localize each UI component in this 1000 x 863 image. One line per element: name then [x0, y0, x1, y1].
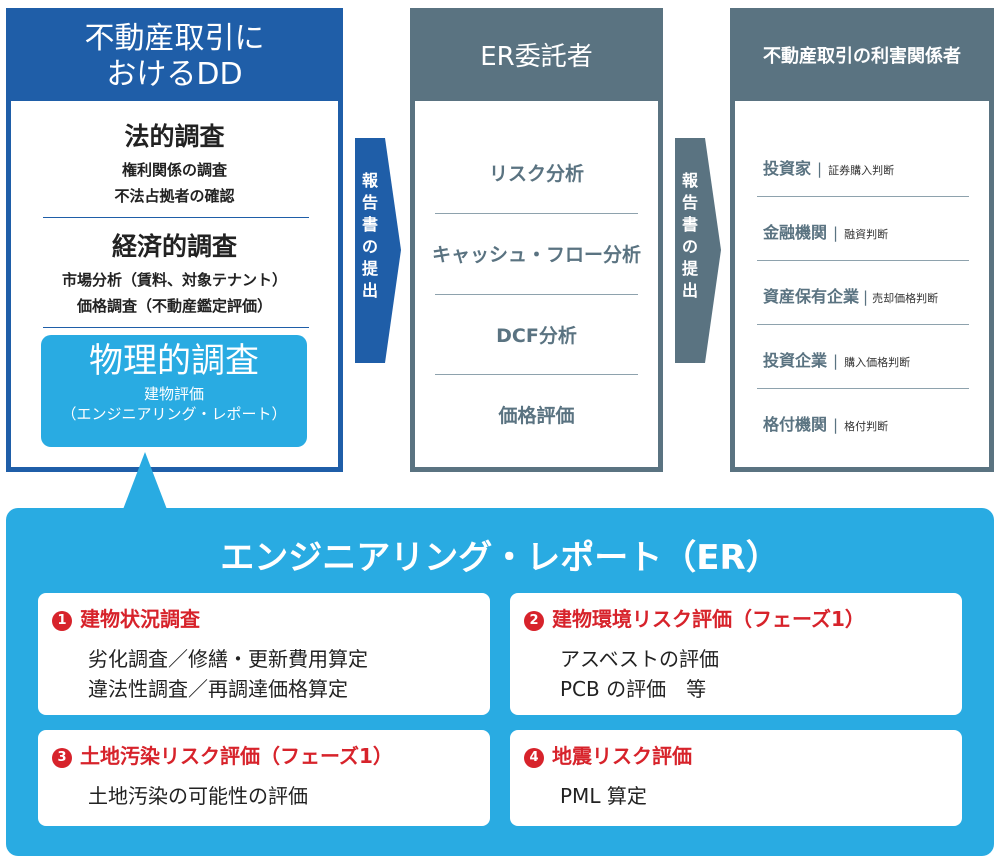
divider [43, 217, 309, 218]
stakeholder-name: 資産保有企業 [763, 287, 860, 306]
physical-survey-sub: （エンジニアリング・レポート） [61, 405, 287, 423]
er-item-title-text: 地震リスク評価 [552, 744, 692, 768]
er-item-line: 土地汚染の可能性の評価 [88, 784, 308, 808]
er-item-title-text: 建物状況調査 [80, 607, 200, 631]
er-item-box: 3 土地汚染リスク評価（フェーズ1） 土地汚染の可能性の評価 [38, 730, 490, 826]
arrow-1-char: 報 [361, 171, 378, 190]
stakeholder-name: 格付機関 [763, 415, 828, 434]
analysis-item: 価格評価 [498, 405, 575, 427]
stakeholder-name: 投資企業 [763, 351, 828, 370]
stakeholder-row: 投資家 | 証券購入判断 [763, 155, 978, 183]
economic-survey-line: 価格調査（不動産鑑定評価） [76, 297, 272, 315]
economic-survey-line: 市場分析（賃料、対象テナント） [61, 271, 287, 289]
er-item-title-text: 建物環境リスク評価（フェーズ1） [552, 607, 865, 631]
divider [435, 213, 638, 214]
stakeholder-decision: 購入価格判断 [844, 356, 911, 369]
legal-survey-line: 不法占拠者の確認 [114, 187, 235, 205]
arrow-2-char: 書 [681, 215, 698, 234]
legal-survey-title: 法的調査 [124, 122, 225, 151]
dd-header: 不動産取引に おけるDD [11, 13, 338, 101]
separator: | [817, 160, 823, 178]
arrow-2-label: 報 告 書 の 提 出 [680, 170, 700, 302]
separator: | [833, 224, 839, 242]
number-badge: 3 [52, 748, 72, 768]
er-item-box: 4 地震リスク評価 PML 算定 [510, 730, 962, 826]
stakeholder-row: 金融機関 | 融資判断 [763, 219, 978, 247]
physical-survey-title: 物理的調査 [89, 341, 259, 381]
separator: | [833, 416, 839, 434]
arrow-1-char: 出 [361, 281, 378, 300]
analysis-item: キャッシュ・フロー分析 [431, 244, 641, 266]
callout-triangle [122, 452, 168, 512]
stakeholder-header: 不動産取引の利害関係者 [735, 13, 989, 101]
er-client-column: ER委託者 リスク分析 キャッシュ・フロー分析 DCF分析 価格評価 [410, 8, 663, 472]
er-item-line: 劣化調査／修繕・更新費用算定 [88, 647, 368, 671]
er-client-header: ER委託者 [415, 13, 658, 101]
arrow-2-char: 告 [681, 193, 698, 212]
arrow-shape-2 [675, 138, 721, 363]
arrow-right-2 [675, 138, 721, 363]
divider [757, 388, 969, 389]
stakeholder-name: 投資家 [763, 159, 812, 178]
stakeholder-row: 格付機関 | 格付判断 [763, 411, 978, 439]
arrow-1-char: 告 [361, 193, 378, 212]
arrow-1-char: 提 [361, 259, 378, 278]
stakeholder-decision: 融資判断 [844, 228, 889, 241]
er-item-line: アスベストの評価 [560, 647, 719, 671]
er-item-title: 1 建物状況調査 [52, 603, 200, 632]
separator: | [863, 288, 869, 306]
dd-title-line1: 不動産取引に [84, 21, 265, 56]
divider [435, 374, 638, 375]
stakeholder-column: 不動産取引の利害関係者 投資家|証券購入判断 金融機関|融資判断 資産保有企業|… [730, 8, 994, 472]
analysis-item: DCF分析 [496, 325, 577, 347]
divider [435, 294, 638, 295]
physical-survey-sub: 建物評価 [143, 385, 204, 403]
stakeholder-decision: 売却価格判断 [872, 292, 939, 305]
dd-title-line2: おけるDD [106, 57, 243, 92]
economic-survey-title: 経済的調査 [111, 232, 237, 261]
stakeholder-row: 投資企業 | 購入価格判断 [763, 347, 978, 375]
stakeholder-decision: 格付判断 [844, 420, 889, 433]
divider [43, 327, 309, 328]
number-badge: 2 [524, 611, 544, 631]
dd-column: 不動産取引に おけるDD 法的調査 権利関係の調査 不法占拠者の確認 経済的調査… [6, 8, 343, 472]
er-item-title: 4 地震リスク評価 [524, 740, 692, 769]
stakeholder-decision: 証券購入判断 [828, 164, 895, 177]
stakeholder-row: 資産保有企業|売却価格判断 [763, 283, 978, 311]
arrow-1-label: 報 告 書 の 提 出 [360, 170, 380, 302]
engineering-report-title: エンジニアリング・レポート（ER） [220, 538, 780, 578]
arrow-shape-1 [355, 138, 401, 363]
er-item-title: 3 土地汚染リスク評価（フェーズ1） [52, 740, 393, 769]
engineering-report-panel: エンジニアリング・レポート（ER） 1 建物状況調査 劣化調査／修繕・更新費用算定… [6, 508, 994, 856]
analysis-item: リスク分析 [488, 163, 584, 185]
arrow-right-1 [355, 138, 401, 363]
arrow-2-char: 報 [681, 171, 698, 190]
er-item-line: PCB の評価 等 [560, 677, 707, 701]
arrow-1-char: 書 [361, 215, 378, 234]
er-item-line: 違法性調査／再調達価格算定 [88, 677, 348, 701]
stakeholder-name: 金融機関 [763, 223, 828, 242]
divider [757, 324, 969, 325]
physical-survey-box: 物理的調査 建物評価 （エンジニアリング・レポート） [41, 335, 307, 447]
arrow-2-char: 出 [681, 281, 698, 300]
divider [757, 196, 969, 197]
er-item-title-text: 土地汚染リスク評価（フェーズ1） [80, 744, 393, 768]
separator: | [833, 352, 839, 370]
er-item-title: 2 建物環境リスク評価（フェーズ1） [524, 603, 865, 632]
arrow-2-char: の [681, 237, 698, 256]
er-item-box: 2 建物環境リスク評価（フェーズ1） アスベストの評価 PCB の評価 等 [510, 593, 962, 715]
er-item-line: PML 算定 [560, 784, 647, 808]
er-item-box: 1 建物状況調査 劣化調査／修繕・更新費用算定 違法性調査／再調達価格算定 [38, 593, 490, 715]
number-badge: 4 [524, 748, 544, 768]
arrow-1-char: の [361, 237, 378, 256]
legal-survey-line: 権利関係の調査 [121, 161, 227, 179]
divider [757, 260, 969, 261]
arrow-2-char: 提 [681, 259, 698, 278]
number-badge: 1 [52, 611, 72, 631]
